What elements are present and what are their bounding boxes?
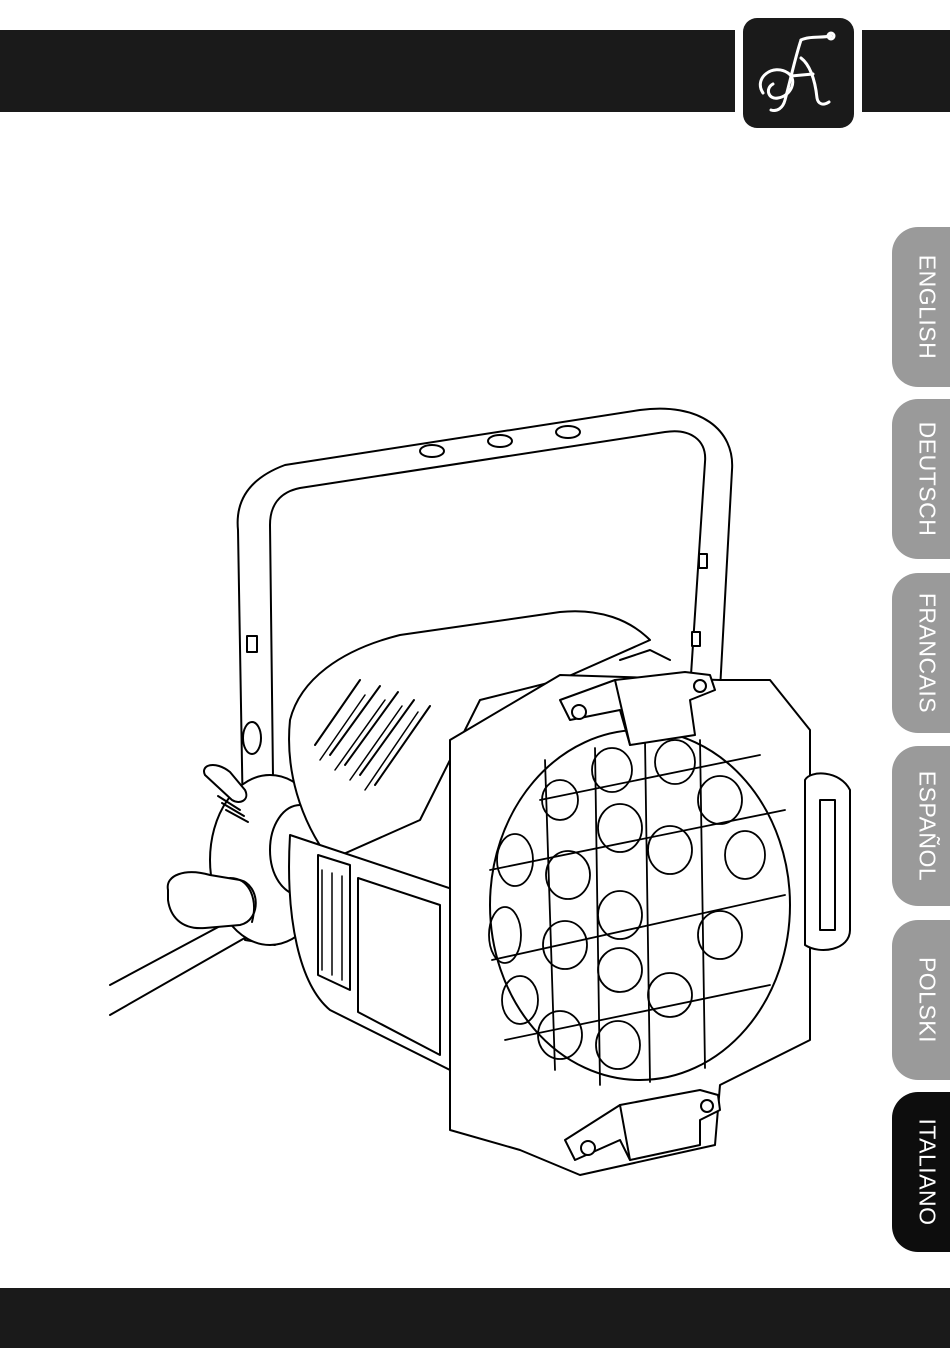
- tab-english-label: ENGLISH: [914, 255, 941, 359]
- tab-italiano-label: ITALIANO: [914, 1118, 941, 1225]
- tab-polski[interactable]: POLSKI: [892, 920, 950, 1080]
- tab-italiano[interactable]: ITALIANO: [892, 1092, 950, 1252]
- tab-polski-label: POLSKI: [914, 957, 941, 1043]
- footer-bar: [0, 1288, 950, 1348]
- tab-espanol-label: ESPAÑOL: [914, 771, 941, 881]
- tab-francais-label: FRANCAIS: [914, 593, 941, 713]
- tab-english[interactable]: ENGLISH: [892, 227, 950, 387]
- header-bar-right: [862, 30, 950, 112]
- tab-deutsch-label: DEUTSCH: [914, 422, 941, 537]
- tab-deutsch[interactable]: DEUTSCH: [892, 399, 950, 559]
- tab-espanol[interactable]: ESPAÑOL: [892, 746, 950, 906]
- brand-monogram-icon: [743, 18, 854, 128]
- tab-francais[interactable]: FRANCAIS: [892, 573, 950, 733]
- led-par-spotlight-illustration: [100, 400, 860, 1190]
- header-bar: [0, 30, 735, 112]
- brand-logo: [743, 18, 854, 128]
